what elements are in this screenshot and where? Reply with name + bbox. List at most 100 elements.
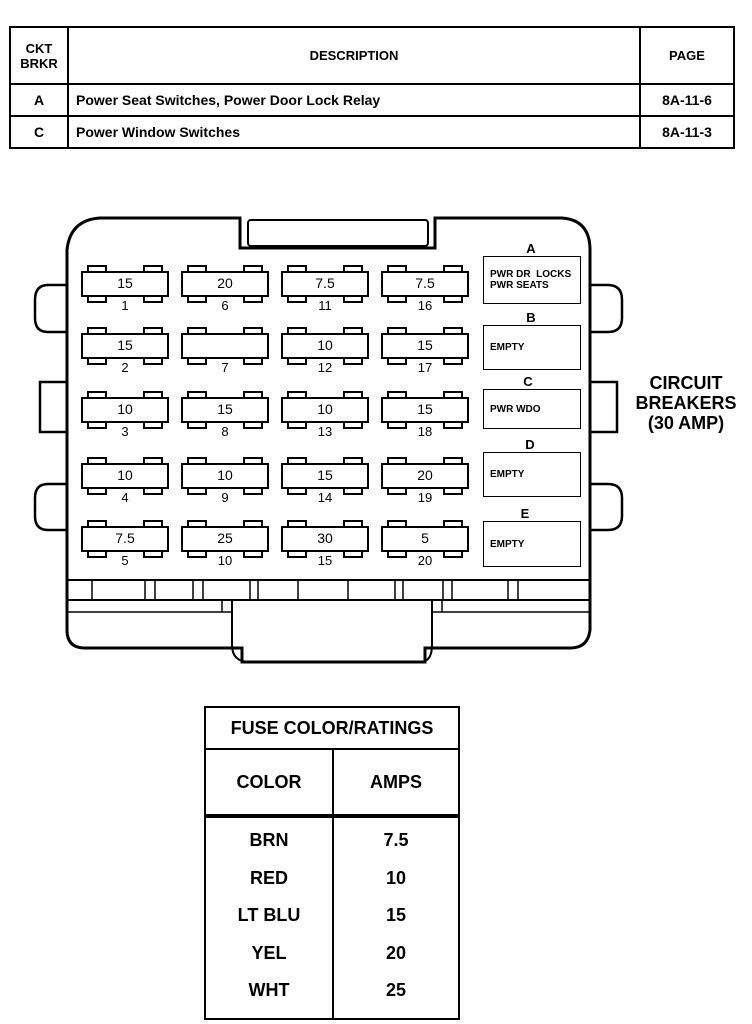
cb-letter-c: C [523,374,533,389]
cb-a-line2: PWR SEATS [490,280,549,291]
row-description: Power Window Switches [67,115,641,149]
cb-slot-d: EMPTY [483,452,581,497]
description-header: DESCRIPTION [67,26,641,85]
fuse-3 [81,391,169,429]
fuse-rating-label: 7.5 [315,275,335,291]
fuse-number-label: 8 [221,424,229,439]
fuse-rating-label: 15 [417,401,433,417]
table-row: A Power Seat Switches, Power Door Lock R… [9,83,735,117]
cb-letter-d: D [525,437,535,452]
cb-c-line1: PWR WDO [490,403,541,415]
fuse-18 [381,391,469,429]
fuse-10 [181,520,269,558]
fuse-number-label: 9 [221,490,229,505]
fuse-17 [381,327,469,365]
cb-slot-b: EMPTY [483,325,581,370]
ref-table-header: CKT BRKR DESCRIPTION PAGE [9,26,735,85]
fuse-rating-label: 7.5 [115,530,135,546]
amps-cell: 10 [385,867,407,888]
fuse-rating-label: 10 [117,467,133,483]
fuse-rating-label: 10 [117,401,133,417]
fuse-rating-label: 15 [117,275,133,291]
row-page: 8A-11-3 [639,115,735,149]
fuse-number-label: 16 [417,298,433,313]
color-cell: LT BLU [237,905,301,926]
color-cell: BRN [249,830,289,851]
fuse-rating-label: 15 [417,337,433,353]
color-cell: RED [249,867,288,888]
fuse-9 [181,457,269,495]
cb-slot-e: EMPTY [483,521,581,567]
fuse-7 [181,327,269,365]
fuse-19 [381,457,469,495]
color-table-title: FUSE COLOR/RATINGS [206,708,458,750]
fuse-number-label: 19 [417,490,433,505]
circuit-breakers-title: CIRCUIT BREAKERS (30 AMP) [622,373,750,433]
fuse-15 [281,520,369,558]
fuse-4 [81,457,169,495]
row-brkr: A [9,83,69,117]
fuse-number-label: 6 [221,298,229,313]
ckt-header-line1: CKT [25,40,53,56]
fuse-number-label: 17 [417,360,433,375]
fuse-number-label: 3 [121,424,129,439]
amps-cell: 25 [385,980,407,1001]
color-table-body: BRN RED LT BLU YEL WHT 7.5 10 15 20 25 [206,818,458,1018]
color-cell: YEL [251,942,287,963]
fuse-rating-label: 15 [217,401,233,417]
fuse-rating-label: 15 [117,337,133,353]
cb-letter-e: E [520,506,530,521]
fuse-5 [81,520,169,558]
fuse-number-label: 5 [121,553,129,568]
fuse-rating-label: 25 [217,530,233,546]
amps-column-header: AMPS [369,771,422,792]
fuse-number-label: 2 [121,360,129,375]
fuse-8 [181,391,269,429]
fuse-14 [281,457,369,495]
cb-letter-b: B [526,310,536,325]
table-row: C Power Window Switches 8A-11-3 [9,115,735,149]
fuse-11 [281,265,369,303]
fuse-rating-label: 10 [317,337,333,353]
row-brkr: C [9,115,69,149]
color-column: BRN RED LT BLU YEL WHT [206,818,334,1018]
fuse-block-body [65,216,592,664]
cb-title-line3: (30 AMP) [647,413,725,433]
ckt-header-line2: BRKR [20,55,58,71]
fuse-number-label: 12 [317,360,333,375]
color-table-header: COLOR AMPS [206,750,458,818]
amps-cell: 20 [385,942,407,963]
ckt-brkr-header: CKT BRKR [9,26,69,85]
fuse-number-label: 4 [121,490,129,505]
cb-d-line1: EMPTY [490,469,525,480]
page-header: PAGE [639,26,735,85]
fuse-number-label: 7 [221,360,229,375]
row-page: 8A-11-6 [639,83,735,117]
cb-e-line1: EMPTY [490,538,525,550]
fuse-12 [281,327,369,365]
cb-slot-a: PWR DR LOCKS PWR SEATS [483,256,581,304]
fuse-number-label: 11 [318,298,332,313]
cb-title-line1: CIRCUIT [649,373,723,393]
fuse-rating-label: 20 [417,467,433,483]
fuse-number-label: 15 [317,553,333,568]
fuse-2 [81,327,169,365]
amps-column: 7.5 10 15 20 25 [334,818,458,1018]
amps-cell: 15 [385,905,407,926]
cb-slot-c: PWR WDO [483,389,581,429]
cb-b-line1: EMPTY [490,342,525,353]
fuse-rating-label: 5 [421,530,429,546]
row-description: Power Seat Switches, Power Door Lock Rel… [67,83,641,117]
fuse-color-ratings-table: FUSE COLOR/RATINGS COLOR AMPS BRN RED LT… [204,706,460,1020]
cb-a-line1: PWR DR LOCKS [490,269,572,280]
fuse-number-label: 18 [417,424,433,439]
fuse-rating-label: 10 [317,401,333,417]
color-cell: WHT [248,980,290,1001]
fuse-rating-label: 7.5 [415,275,435,291]
fuse-20 [381,520,469,558]
circuit-breaker-reference-table: CKT BRKR DESCRIPTION PAGE A Power Seat S… [9,26,735,149]
fuse-rating-label: 10 [217,467,233,483]
fuse-rating-label: 15 [317,467,333,483]
fuse-rating-label: 20 [217,275,233,291]
